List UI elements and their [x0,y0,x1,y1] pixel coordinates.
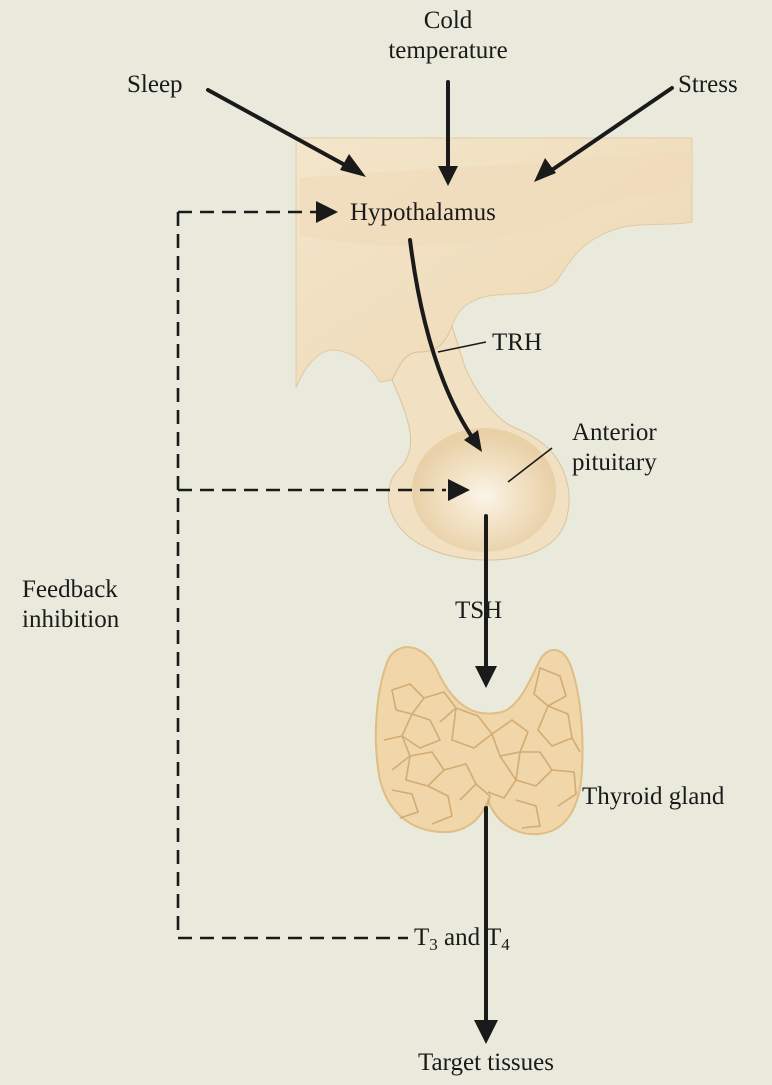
label-target-tissues: Target tissues [376,1048,596,1078]
label-cold-line1: Cold [358,6,538,36]
label-tsh: TSH [455,596,502,626]
label-t3-letter: T [414,924,429,951]
label-anterior-line2: pituitary [572,448,657,478]
label-and: and [438,924,486,951]
label-feedback-inhibition: Feedback inhibition [22,575,119,635]
arrowhead-target [474,1020,498,1044]
label-t4-letter: T [486,924,501,951]
label-anterior-line1: Anterior [572,418,657,448]
arrowhead-tsh [475,666,497,688]
label-t3-sub: 3 [429,935,438,954]
label-feedback-line2: inhibition [22,605,119,635]
thyroid-gland-shape [376,647,583,834]
label-stress: Stress [678,70,738,100]
label-anterior-pituitary: Anterior pituitary [572,418,657,478]
label-feedback-line1: Feedback [22,575,119,605]
label-t4-sub: 4 [501,935,510,954]
label-hypothalamus: Hypothalamus [350,198,496,228]
arrow-sleep-to-hypothalamus [208,90,354,170]
label-thyroid-gland: Thyroid gland [582,782,724,812]
label-t3-t4: T3 and T4 [414,923,510,953]
label-trh: TRH [492,328,542,358]
label-sleep: Sleep [127,70,183,100]
label-cold-temperature: Cold temperature [358,6,538,66]
label-cold-line2: temperature [358,36,538,66]
